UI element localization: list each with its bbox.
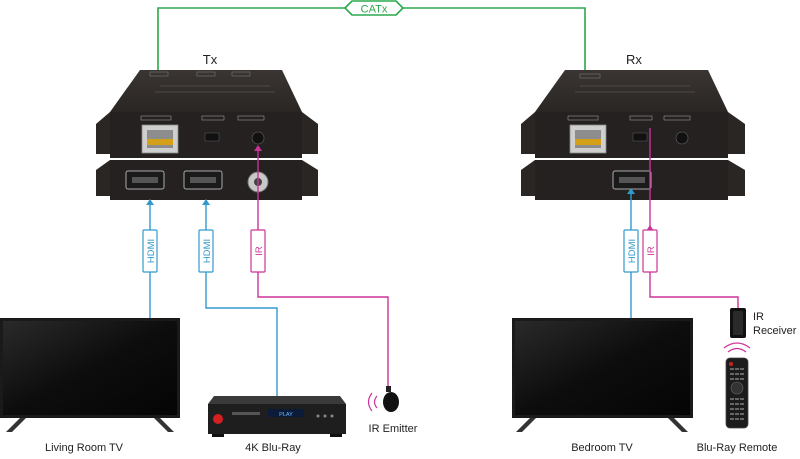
hdmi-tag-bedroom: HDMI [623, 229, 639, 273]
catx-label-tag: CATx [343, 0, 405, 16]
bluray-remote-label: Blu-Ray Remote [697, 442, 778, 454]
ir-cable-emitter [254, 145, 389, 388]
ir-receiver: IR Receiver [730, 308, 797, 338]
rx-rj45-port [569, 124, 607, 154]
tx-rj45-port [141, 124, 179, 154]
hdmi-tag-bluray: HDMI [198, 229, 214, 273]
hdmi-label-bedroom: HDMI [627, 239, 638, 263]
living-room-tv: Living Room TV [0, 318, 180, 454]
ir-receiver-label-line2: Receiver [753, 325, 797, 337]
bluray-remote: Blu-Ray Remote [697, 342, 778, 454]
rx-title: Rx [626, 52, 642, 67]
hdmi-tag-living-room: HDMI [142, 229, 158, 273]
ir-label-emitter: IR [254, 246, 265, 256]
bluray-player: PLAY 4K Blu-Ray [208, 396, 346, 454]
ir-label-receiver: IR [646, 246, 657, 256]
rx-hdmi-out-port [612, 170, 652, 190]
tx-unit: Tx [96, 52, 318, 200]
tx-hdmi-out-port [183, 170, 223, 190]
ir-tag-emitter: IR [250, 229, 266, 273]
ir-tag-receiver: IR [642, 229, 658, 273]
ir-receiver-label-line1: IR [753, 311, 764, 323]
ir-emitter-label: IR Emitter [369, 423, 418, 435]
hdmi-label-living-room: HDMI [146, 239, 157, 263]
hdmi-label-bluray: HDMI [202, 239, 213, 263]
catx-label: CATx [361, 4, 388, 16]
bluray-player-label: 4K Blu-Ray [245, 442, 301, 454]
ir-emitter: IR Emitter [367, 386, 418, 435]
rx-unit: Rx [521, 52, 745, 200]
tx-title: Tx [203, 52, 218, 67]
tx-hdmi-in-port [125, 170, 165, 190]
catx-cable: CATx [157, 0, 586, 125]
bedroom-tv-label: Bedroom TV [571, 442, 633, 454]
player-display-text: PLAY [279, 412, 293, 418]
bedroom-tv: Bedroom TV [512, 318, 693, 454]
living-room-tv-label: Living Room TV [45, 442, 124, 454]
